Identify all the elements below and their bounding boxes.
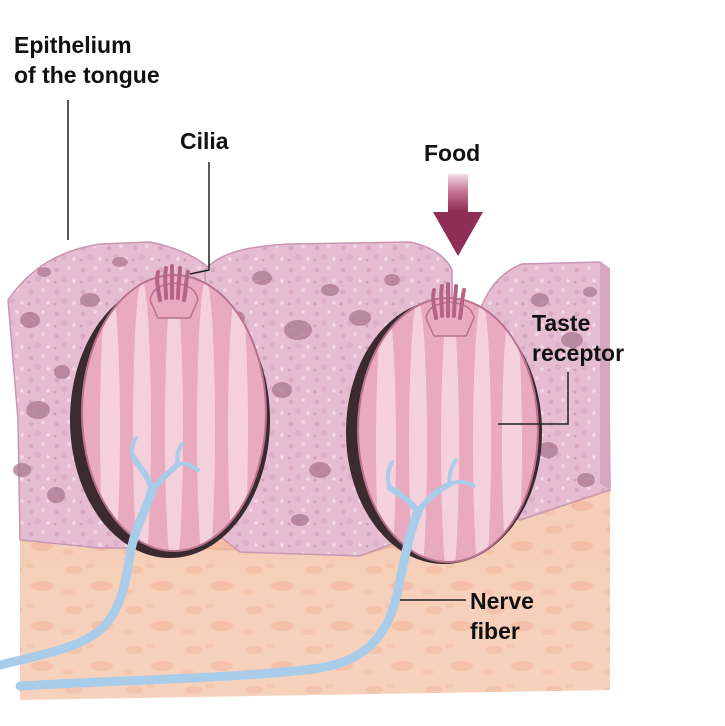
label-taste-receptor: Taste receptor bbox=[532, 310, 625, 366]
nerve-fiber-left bbox=[0, 436, 200, 670]
leader-cilia bbox=[189, 162, 210, 275]
label-nerve-fiber: Nerve fiber bbox=[470, 588, 534, 644]
taste-receptor-left bbox=[81, 274, 267, 552]
leader-taste-receptor bbox=[498, 372, 569, 425]
leader-lines bbox=[67, 100, 569, 601]
label-cilia: Cilia bbox=[180, 128, 229, 154]
label-food: Food bbox=[424, 140, 481, 166]
cilia-right bbox=[431, 282, 466, 320]
food-arrow bbox=[433, 174, 483, 256]
nerve-fiber-right bbox=[15, 458, 476, 691]
cilia-left bbox=[155, 264, 190, 302]
label-epithelium: Epithelium of the tongue bbox=[14, 32, 160, 88]
